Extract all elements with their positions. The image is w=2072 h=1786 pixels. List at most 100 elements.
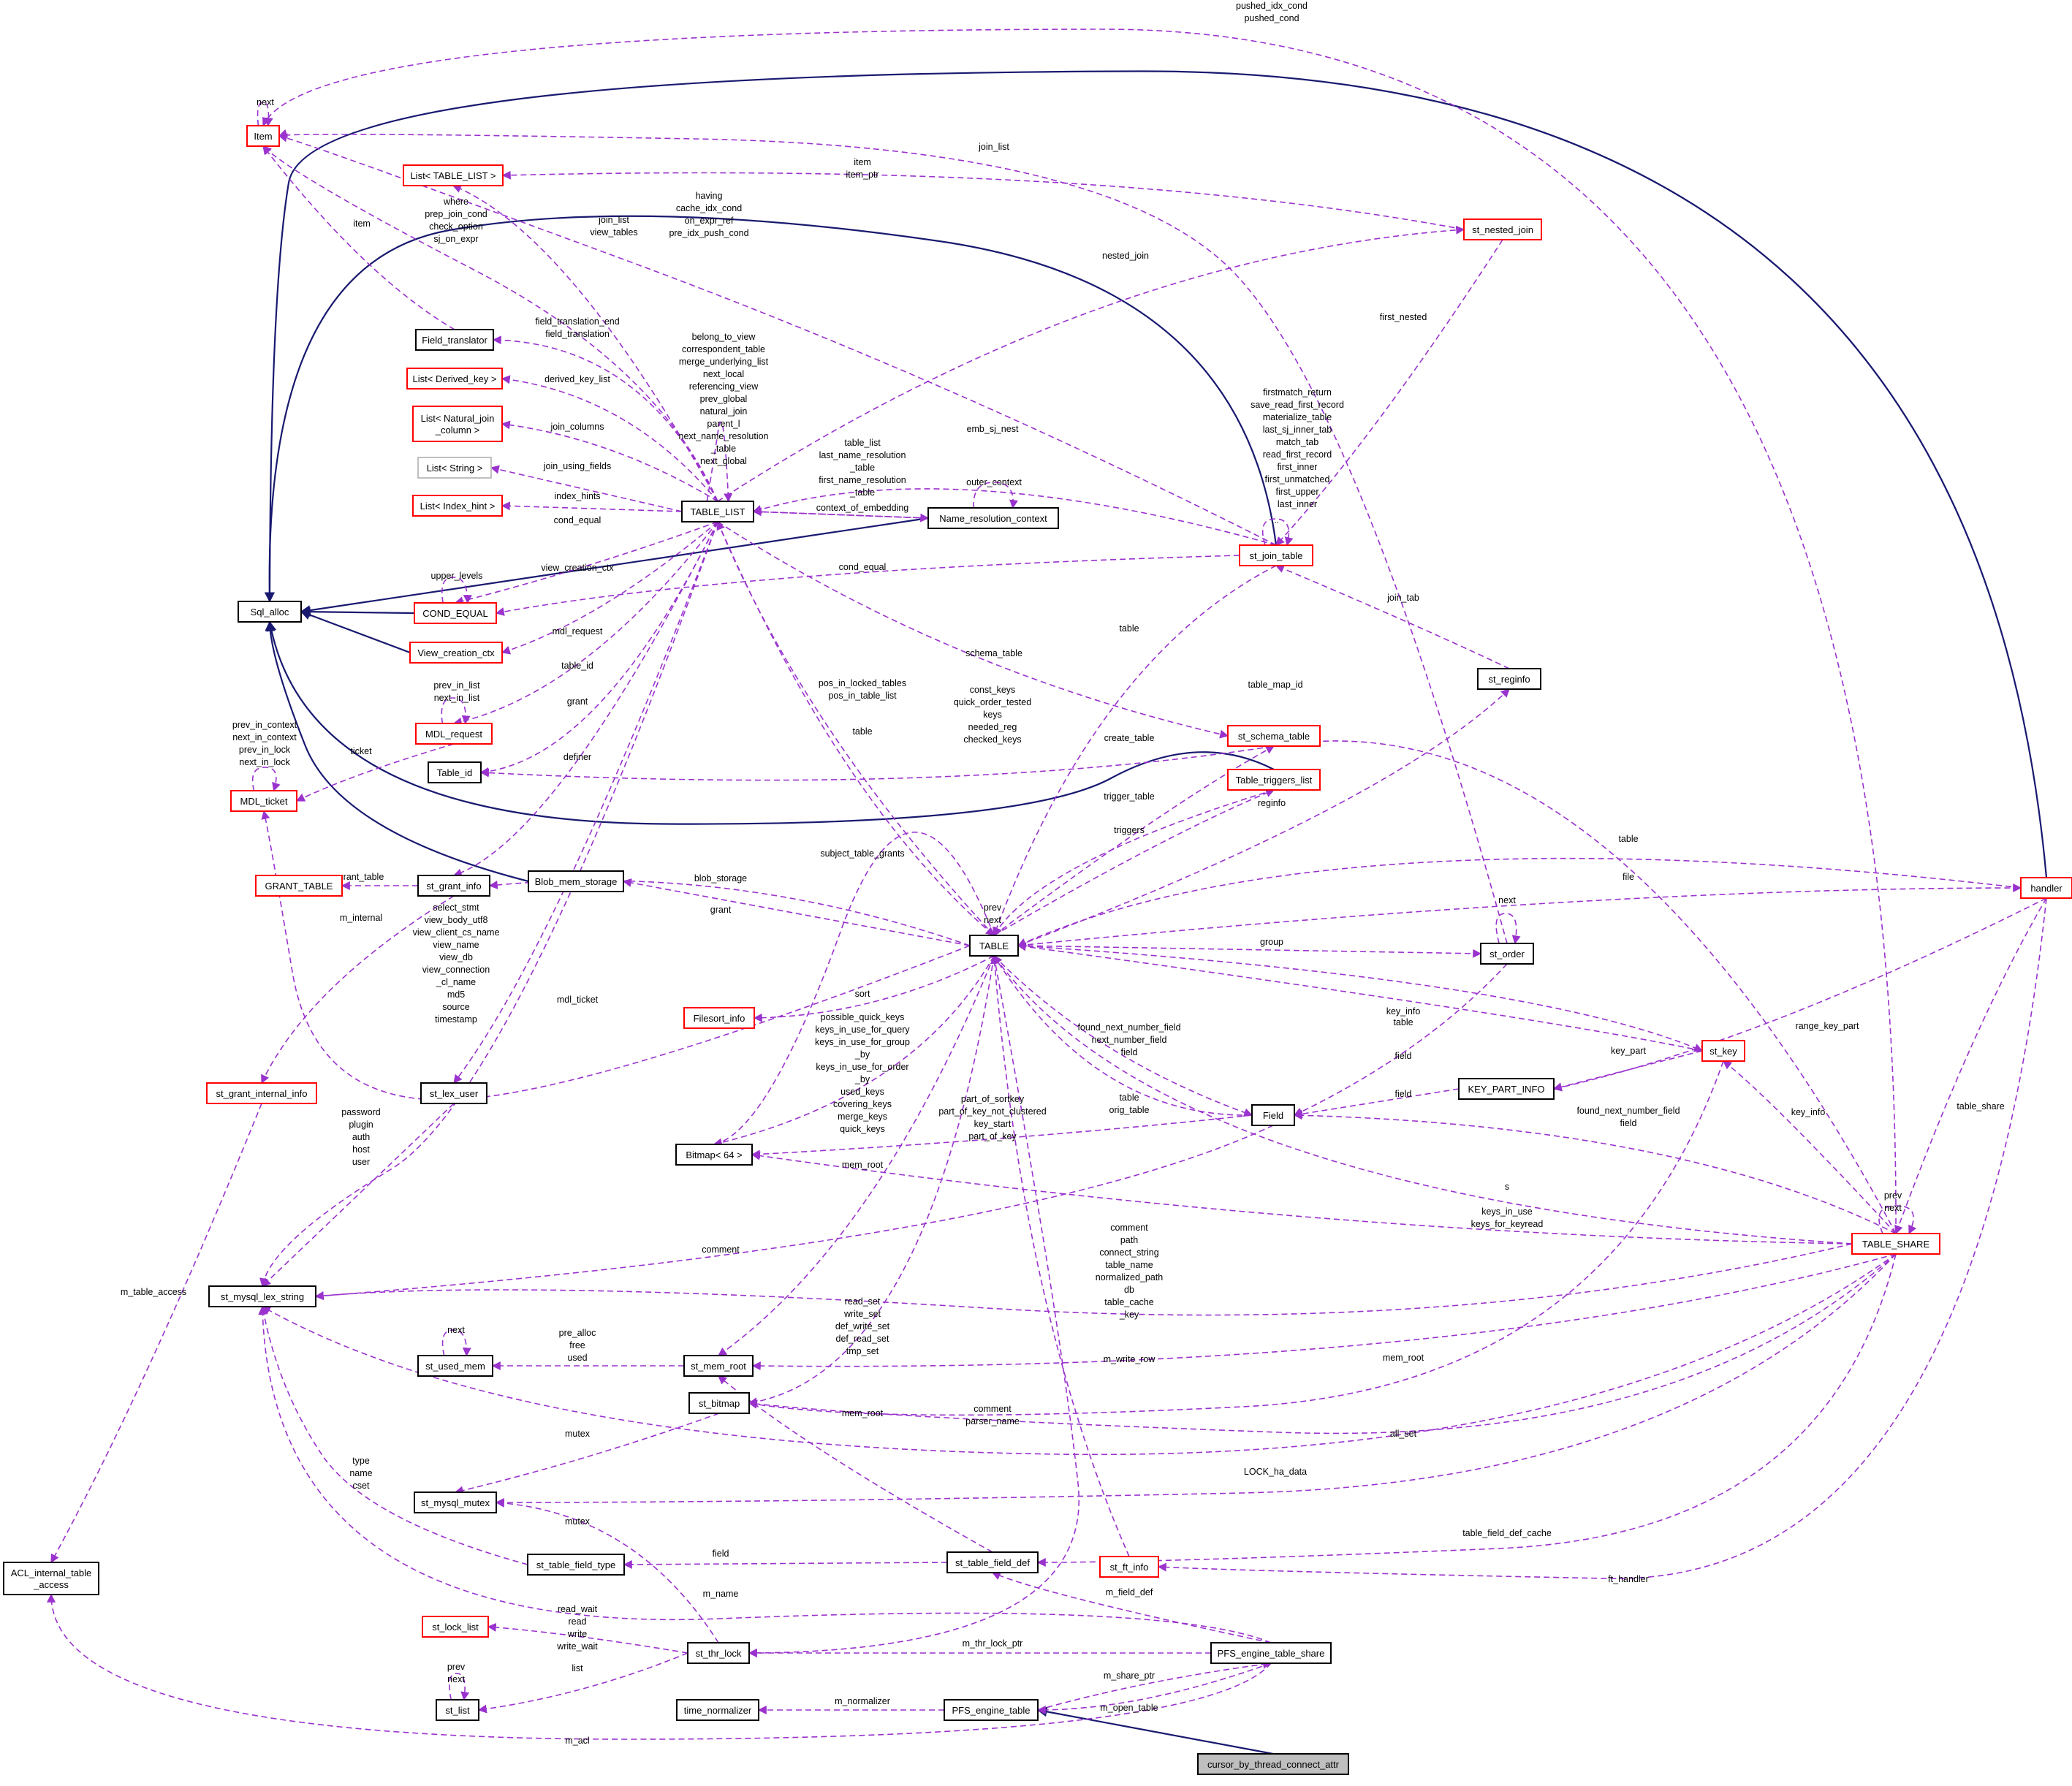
- class-node-st-join-table[interactable]: st_join_table: [1239, 544, 1313, 566]
- edge-field-to-table: [993, 954, 1253, 1116]
- class-node-st-grant-info[interactable]: st_grant_info: [417, 875, 490, 897]
- class-node-st-key[interactable]: st_key: [1701, 1040, 1745, 1062]
- edge-label-grant2: grant: [710, 905, 732, 915]
- class-name: GRANT_TABLE: [265, 881, 333, 892]
- class-name: TABLE: [979, 940, 1009, 951]
- class-node-table-share[interactable]: TABLE_SHARE: [1851, 1233, 1940, 1255]
- class-node-mdl-ticket[interactable]: MDL_ticket: [230, 790, 297, 812]
- edge-label-join-columns: join_columns: [550, 422, 604, 432]
- edge-label-comment: comment: [702, 1244, 740, 1255]
- class-node-st-table-field-def[interactable]: st_table_field_def: [946, 1551, 1039, 1573]
- class-name: st_grant_internal_info: [216, 1088, 307, 1099]
- edge-st_join_table-to-sql_alloc: [264, 215, 1278, 603]
- edge-label-outer-context: outer_context: [966, 477, 1022, 487]
- class-node-st-mysql-lex[interactable]: st_mysql_lex_string: [208, 1285, 316, 1307]
- class-box: [1210, 1642, 1332, 1664]
- class-node-name-res[interactable]: Name_resolution_context: [927, 507, 1059, 529]
- edge-mdl_request-to-mdl_request: [441, 697, 471, 725]
- edge-label-key-info-share: key_info: [1791, 1107, 1826, 1117]
- class-node-field-translator[interactable]: Field_translator: [415, 329, 494, 351]
- class-node-table-id[interactable]: Table_id: [428, 761, 482, 783]
- class-node-mdl-request[interactable]: MDL_request: [415, 723, 493, 745]
- class-node-cursor[interactable]: cursor_by_thread_connect_attr: [1197, 1753, 1349, 1775]
- class-node-acl[interactable]: ACL_internal_table_access: [3, 1562, 99, 1595]
- class-box: [1458, 1078, 1555, 1100]
- edge-table-to-table_triggers: [993, 788, 1275, 936]
- class-node-st-lock-list[interactable]: st_lock_list: [422, 1616, 489, 1638]
- class-node-view-ctx[interactable]: View_creation_ctx: [409, 642, 503, 664]
- class-node-list-derived[interactable]: List< Derived_key >: [406, 368, 503, 390]
- edge-label-upper-levels: upper_levels: [431, 571, 483, 581]
- class-box: [675, 1144, 753, 1166]
- class-box: [1227, 725, 1321, 747]
- edge-item-to-item: [257, 102, 273, 127]
- class-node-list-tl[interactable]: List< TABLE_LIST >: [403, 164, 504, 186]
- edge-label-triggers: triggers: [1114, 825, 1145, 835]
- class-node-filesort[interactable]: Filesort_info: [683, 1007, 755, 1029]
- edge-table_list-to-table_list: [706, 421, 733, 503]
- class-node-st-used-mem[interactable]: st_used_mem: [417, 1355, 493, 1377]
- class-node-field[interactable]: Field: [1251, 1104, 1295, 1126]
- class-node-sql-alloc[interactable]: Sql_alloc: [238, 601, 302, 623]
- class-box: [417, 457, 492, 479]
- class-node-st-grant-internal[interactable]: st_grant_internal_info: [206, 1082, 317, 1104]
- edge-st_thr_lock-to-st_mysql_mutex: [495, 1498, 719, 1644]
- class-node-key-part-info[interactable]: KEY_PART_INFO: [1458, 1078, 1555, 1100]
- class-node-st-table-field-type[interactable]: st_table_field_type: [527, 1554, 625, 1576]
- edge-table_share-to-table_share: [1878, 1205, 1917, 1235]
- class-node-list-index[interactable]: List< Index_hint >: [412, 495, 503, 517]
- class-node-table-list[interactable]: TABLE_LIST: [681, 501, 754, 522]
- class-node-time-norm[interactable]: time_normalizer: [676, 1699, 759, 1721]
- edge-label-nested-join: nested_join: [1102, 251, 1149, 261]
- edge-label-mutex: mutex: [565, 1429, 591, 1439]
- class-node-table-triggers[interactable]: Table_triggers_list: [1227, 769, 1321, 791]
- class-node-st-ft-info[interactable]: st_ft_info: [1099, 1556, 1159, 1578]
- class-name: Table_id: [437, 767, 472, 778]
- class-name: List< Natural_join_column >: [421, 413, 495, 436]
- class-node-blob-mem[interactable]: Blob_mem_storage: [528, 870, 624, 892]
- edge-table_share-to-field: [1293, 1111, 1897, 1234]
- class-node-list-string[interactable]: List< String >: [417, 457, 492, 479]
- class-node-st-thr-lock[interactable]: st_thr_lock: [687, 1642, 750, 1664]
- class-node-handler[interactable]: handler: [2020, 877, 2072, 899]
- class-node-st-lex-user[interactable]: st_lex_user: [420, 1082, 487, 1104]
- edge-st_key-to-key_part_info: [1552, 1050, 1703, 1092]
- class-node-st-nested-join[interactable]: st_nested_join: [1463, 218, 1542, 240]
- edge-st_table_field_def-to-st_table_field_type: [623, 1559, 948, 1569]
- class-node-st-bitmap[interactable]: st_bitmap: [688, 1392, 750, 1414]
- class-node-st-list[interactable]: st_list: [436, 1699, 479, 1721]
- edge-label-emb-sj-nest: emb_sj_nest: [967, 424, 1019, 434]
- class-node-cond-equal[interactable]: COND_EQUAL: [414, 602, 497, 624]
- class-node-bitmap64[interactable]: Bitmap< 64 >: [675, 1144, 753, 1166]
- class-node-list-natural[interactable]: List< Natural_join_column >: [412, 406, 503, 442]
- class-node-st-mem-root[interactable]: st_mem_root: [683, 1355, 754, 1377]
- edge-label-grant-table: grant_table: [338, 872, 384, 882]
- class-name: cursor_by_thread_connect_attr: [1207, 1759, 1340, 1770]
- class-name: st_nested_join: [1472, 224, 1533, 235]
- edge-label-file: file: [1623, 872, 1634, 882]
- class-node-pfs-table[interactable]: PFS_engine_table: [944, 1699, 1039, 1721]
- class-box: [1239, 544, 1313, 566]
- class-box: [676, 1699, 759, 1721]
- edge-label-m-write-row: m_write_row: [1104, 1354, 1156, 1364]
- class-node-st-order[interactable]: st_order: [1480, 943, 1534, 965]
- class-node-st-mysql-mutex[interactable]: st_mysql_mutex: [414, 1492, 497, 1513]
- class-node-st-reginfo[interactable]: st_reginfo: [1477, 668, 1541, 690]
- class-node-grant-table[interactable]: GRANT_TABLE: [255, 875, 343, 897]
- edge-label-m-table-access: m_table_access: [121, 1287, 186, 1297]
- class-node-pfs-share[interactable]: PFS_engine_table_share: [1210, 1642, 1332, 1664]
- class-node-table[interactable]: TABLE: [969, 935, 1019, 957]
- class-name: st_lex_user: [430, 1088, 479, 1099]
- class-name: TABLE_SHARE: [1862, 1239, 1930, 1250]
- class-node-item[interactable]: Item: [246, 125, 280, 147]
- edge-st_reginfo-to-st_join_table: [1275, 564, 1510, 669]
- class-box: [1251, 1104, 1295, 1126]
- edge-table_share-to-st_bitmap: [748, 1253, 1897, 1434]
- class-box: [1851, 1233, 1940, 1255]
- class-box: [208, 1285, 316, 1307]
- class-node-st-schema-table[interactable]: st_schema_table: [1227, 725, 1321, 747]
